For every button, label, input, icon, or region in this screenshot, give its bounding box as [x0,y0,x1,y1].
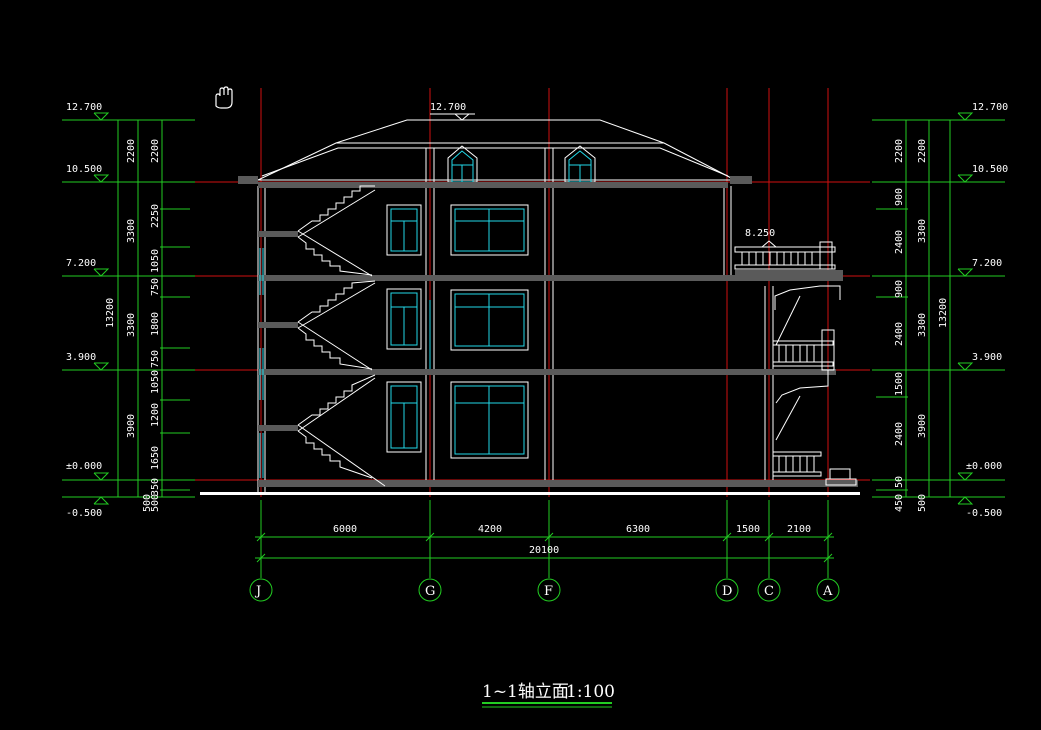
drawing-title: 1~1轴立面 [482,682,569,702]
left-level-label: 3.900 [66,352,96,363]
left-dim-inner: 2200 [150,139,161,163]
left-dim-outer: 500 [142,494,153,512]
axis-bubble-C[interactable]: C [757,578,781,602]
left-level-label: -0.500 [66,508,102,519]
left-dim-outer: 3900 [126,414,137,438]
left-dim-inner: 1050 [150,249,161,273]
right-level-label: 3.900 [972,352,1002,363]
building-section: 12.700 [200,102,860,495]
right-level-label: -0.500 [966,508,1002,519]
window [450,381,529,459]
right-dim-inner: 2400 [894,422,905,446]
left-dim-inner: 1200 [150,403,161,427]
right-level-label: ±0.000 [966,461,1002,472]
drawing-scale: 1:100 [566,682,615,702]
left-dim-inner: 2250 [150,204,161,228]
axis-bubble-F[interactable]: F [537,578,561,602]
right-dim-outer: 13200 [938,298,949,328]
window [386,381,422,453]
left-dim-outer: 3300 [126,219,137,243]
left-dim-inner: 1650 [150,446,161,470]
axis-label: G [425,584,435,599]
window [386,204,422,256]
left-dim-inner: 500 [150,494,161,512]
axis-label: A [822,584,833,599]
bottom-dim: 6000 [333,524,357,535]
window [454,293,525,347]
bottom-dimension-lines [255,500,834,578]
window [386,288,422,350]
left-level-label: 12.700 [66,102,102,113]
axis-bubble-D[interactable]: D [715,578,739,602]
right-dim-outer: 2200 [917,139,928,163]
bottom-dim: 4200 [478,524,502,535]
hand-pan-icon [215,86,233,109]
staircase [297,280,376,371]
left-dim-outer: 3300 [126,313,137,337]
bottom-dim: 6300 [626,524,650,535]
axis-label: J [254,584,261,599]
bottom-dim: 2100 [787,524,811,535]
axis-bubble-J[interactable]: J [249,578,273,602]
right-dim-inner: 50 [894,476,905,488]
right-dim-inner: 900 [894,188,905,206]
window [450,204,529,256]
axis-label: F [544,584,553,599]
dormer-window [568,150,592,183]
left-dim-inner: 1050 [150,370,161,394]
axis-bubble-G[interactable]: G [418,578,442,602]
right-level-triangles [957,112,974,505]
right-dim-inner: 2400 [894,322,905,346]
left-dim-inner: 750 [150,278,161,296]
right-level-label: 7.200 [972,258,1002,269]
left-dim-inner: 1800 [150,312,161,336]
left-dim-inner: 750 [150,350,161,368]
window [390,292,418,346]
right-dim-outer: 3300 [917,219,928,243]
left-dim-outer: 2200 [126,139,137,163]
bottom-dim: 1500 [736,524,760,535]
right-level-label: 12.700 [972,102,1008,113]
staircase [297,374,386,487]
right-dim-inner: 2400 [894,230,905,254]
right-dim-outer: 3300 [917,313,928,337]
roof-outline [257,119,736,181]
left-level-label: 10.500 [66,164,102,175]
roof-level-label: 12.700 [430,102,466,113]
right-dim-inner: 2200 [894,139,905,163]
balcony-level-label: 8.250 [745,228,775,239]
window [454,385,525,455]
window [454,208,525,252]
right-dim-outer: 3900 [917,414,928,438]
axis-label: D [722,584,732,599]
right-dim-inner: 1500 [894,372,905,396]
side-window [259,248,264,478]
right-dim-inner: 900 [894,280,905,298]
window [450,289,529,351]
balustrade [734,241,836,270]
left-dim-inner: 350 [150,478,161,496]
balustrade [772,329,835,371]
total-dim: 20100 [529,545,559,556]
axis-label: C [764,584,774,599]
left-level-marks [62,119,195,498]
left-level-label: ±0.000 [66,461,102,472]
right-level-label: 10.500 [972,164,1008,175]
left-dim-outer: 13200 [105,298,116,328]
right-level-marks [872,119,1005,498]
dormer-window [451,150,474,183]
window [390,385,418,449]
window [390,208,418,252]
balustrade [772,451,822,477]
axis-bubble-A[interactable]: A [816,578,840,602]
staircase [297,185,376,277]
right-dim-outer: 500 [917,494,928,512]
right-dim-inner: 450 [894,494,905,512]
left-level-label: 7.200 [66,258,96,269]
left-level-triangles [93,112,110,505]
